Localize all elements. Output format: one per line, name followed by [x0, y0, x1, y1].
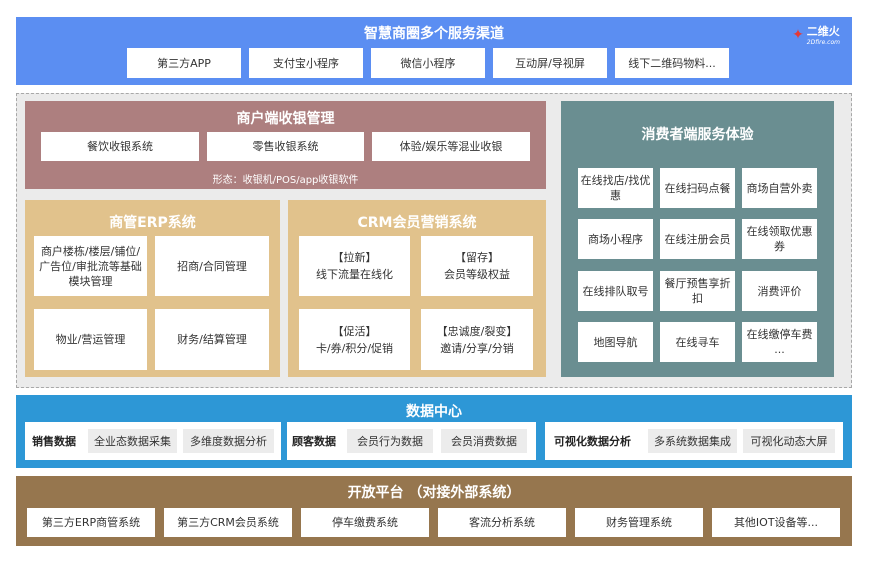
channels-title: 智慧商圈多个服务渠道 [364, 26, 504, 42]
data-chip: 多系统数据集成 [648, 429, 737, 453]
logo-subtext: 2Dfire.com [806, 39, 840, 46]
consumer-item: 消费评价 [742, 271, 817, 311]
consumer-item: 餐厅预售享折扣 [660, 271, 735, 311]
external-system-item: 停车缴费系统 [301, 508, 429, 537]
cashier-item: 零售收银系统 [207, 132, 364, 161]
data-chip: 多维度数据分析 [183, 429, 274, 453]
crm-item-head: 【促活】 [332, 324, 377, 338]
crm-item-body: 线下流量在线化 [316, 268, 393, 281]
data-group-customer: 顾客数据 会员行为数据 会员消费数据 [287, 422, 536, 460]
crm-item: 【忠诚度/裂变】 邀请/分享/分销 [421, 309, 533, 370]
channel-item: 互动屏/导视屏 [493, 48, 607, 78]
crm-item: 【拉新】 线下流量在线化 [299, 236, 410, 296]
openplat-title: 开放平台 （对接外部系统） [347, 485, 521, 501]
erp-item: 招商/合同管理 [155, 236, 269, 296]
data-chip: 会员行为数据 [347, 429, 433, 453]
crm-item-body: 邀请/分享/分销 [440, 341, 514, 355]
data-chip: 全业态数据采集 [88, 429, 177, 453]
data-group-label: 可视化数据分析 [554, 435, 631, 448]
data-group-label: 销售数据 [32, 435, 76, 448]
crm-item: 【留存】 会员等级权益 [421, 236, 533, 296]
consumer-service-panel: 消费者端服务体验 在线找店/找优惠 在线扫码点餐 商场自营外卖 商场小程序 在线… [561, 101, 834, 377]
cashier-title: 商户端收银管理 [236, 111, 335, 127]
logo-text: 二维火 [806, 25, 840, 38]
consumer-item: 在线扫码点餐 [660, 168, 735, 208]
consumer-item: 在线寻车 [660, 322, 735, 362]
data-group-label: 顾客数据 [292, 435, 336, 448]
erp-item: 物业/营运管理 [34, 309, 147, 370]
cashier-item: 体验/娱乐等混业收银 [372, 132, 530, 161]
erp-system-panel: 商管ERP系统 商户楼栋/楼层/铺位/广告位/审批流等基础模块管理 招商/合同管… [25, 200, 280, 377]
erp-item: 商户楼栋/楼层/铺位/广告位/审批流等基础模块管理 [34, 236, 147, 296]
external-system-item: 第三方ERP商管系统 [27, 508, 155, 537]
crm-item-body: 会员等级权益 [444, 268, 510, 281]
channel-item: 微信小程序 [371, 48, 485, 78]
crm-item-body: 卡/券/积分/促销 [315, 341, 394, 355]
crm-item-head: 【留存】 [455, 251, 499, 264]
consumer-title: 消费者端服务体验 [641, 127, 754, 143]
erp-title: 商管ERP系统 [109, 215, 196, 231]
data-chip: 会员消费数据 [441, 429, 527, 453]
channel-item: 支付宝小程序 [249, 48, 363, 78]
external-system-item: 其他IOT设备等... [712, 508, 840, 537]
external-system-item: 财务管理系统 [575, 508, 703, 537]
consumer-item: 在线找店/找优惠 [578, 168, 653, 208]
external-system-item: 第三方CRM会员系统 [164, 508, 292, 537]
external-system-item: 客流分析系统 [438, 508, 566, 537]
consumer-item: 商场小程序 [578, 219, 653, 259]
crm-system-panel: CRM会员营销系统 【拉新】 线下流量在线化 【留存】 会员等级权益 【促活】 … [288, 200, 546, 377]
open-platform-panel: 开放平台 （对接外部系统） 第三方ERP商管系统 第三方CRM会员系统 停车缴费… [16, 476, 852, 546]
consumer-item: 在线注册会员 [660, 219, 735, 259]
data-group-sales: 销售数据 全业态数据采集 多维度数据分析 [25, 422, 281, 460]
cashier-management-panel: 商户端收银管理 餐饮收银系统 零售收银系统 体验/娱乐等混业收银 形态：收银机/… [25, 101, 546, 189]
cashier-item: 餐饮收银系统 [41, 132, 199, 161]
crm-item-head: 【忠诚度/裂变】 [436, 324, 518, 338]
crm-item: 【促活】 卡/券/积分/促销 [299, 309, 410, 370]
channel-item: 第三方APP [127, 48, 241, 78]
consumer-item: 地图导航 [578, 322, 653, 362]
channel-item: 线下二维码物料... [615, 48, 729, 78]
service-channels-panel: 智慧商圈多个服务渠道 ✦ 二维火 2Dfire.com 第三方APP 支付宝小程… [16, 17, 852, 85]
brand-logo: ✦ 二维火 2Dfire.com [792, 23, 840, 46]
erp-item: 财务/结算管理 [155, 309, 269, 370]
data-group-visual: 可视化数据分析 多系统数据集成 可视化动态大屏 [545, 422, 843, 460]
cashier-form-note: 形态：收银机/POS/app收银软件 [212, 175, 359, 186]
consumer-item: 在线排队取号 [578, 271, 653, 311]
consumer-item: 在线领取优惠券 [742, 219, 817, 259]
datacenter-title: 数据中心 [406, 404, 462, 420]
consumer-item: 商场自营外卖 [742, 168, 817, 208]
data-center-panel: 数据中心 销售数据 全业态数据采集 多维度数据分析 顾客数据 会员行为数据 会员… [16, 395, 852, 468]
flame-icon: ✦ [792, 26, 804, 43]
data-chip: 可视化动态大屏 [743, 429, 835, 453]
crm-title: CRM会员营销系统 [357, 215, 477, 231]
crm-item-head: 【拉新】 [332, 251, 377, 264]
consumer-item: 在线缴停车费 ... [742, 322, 817, 362]
